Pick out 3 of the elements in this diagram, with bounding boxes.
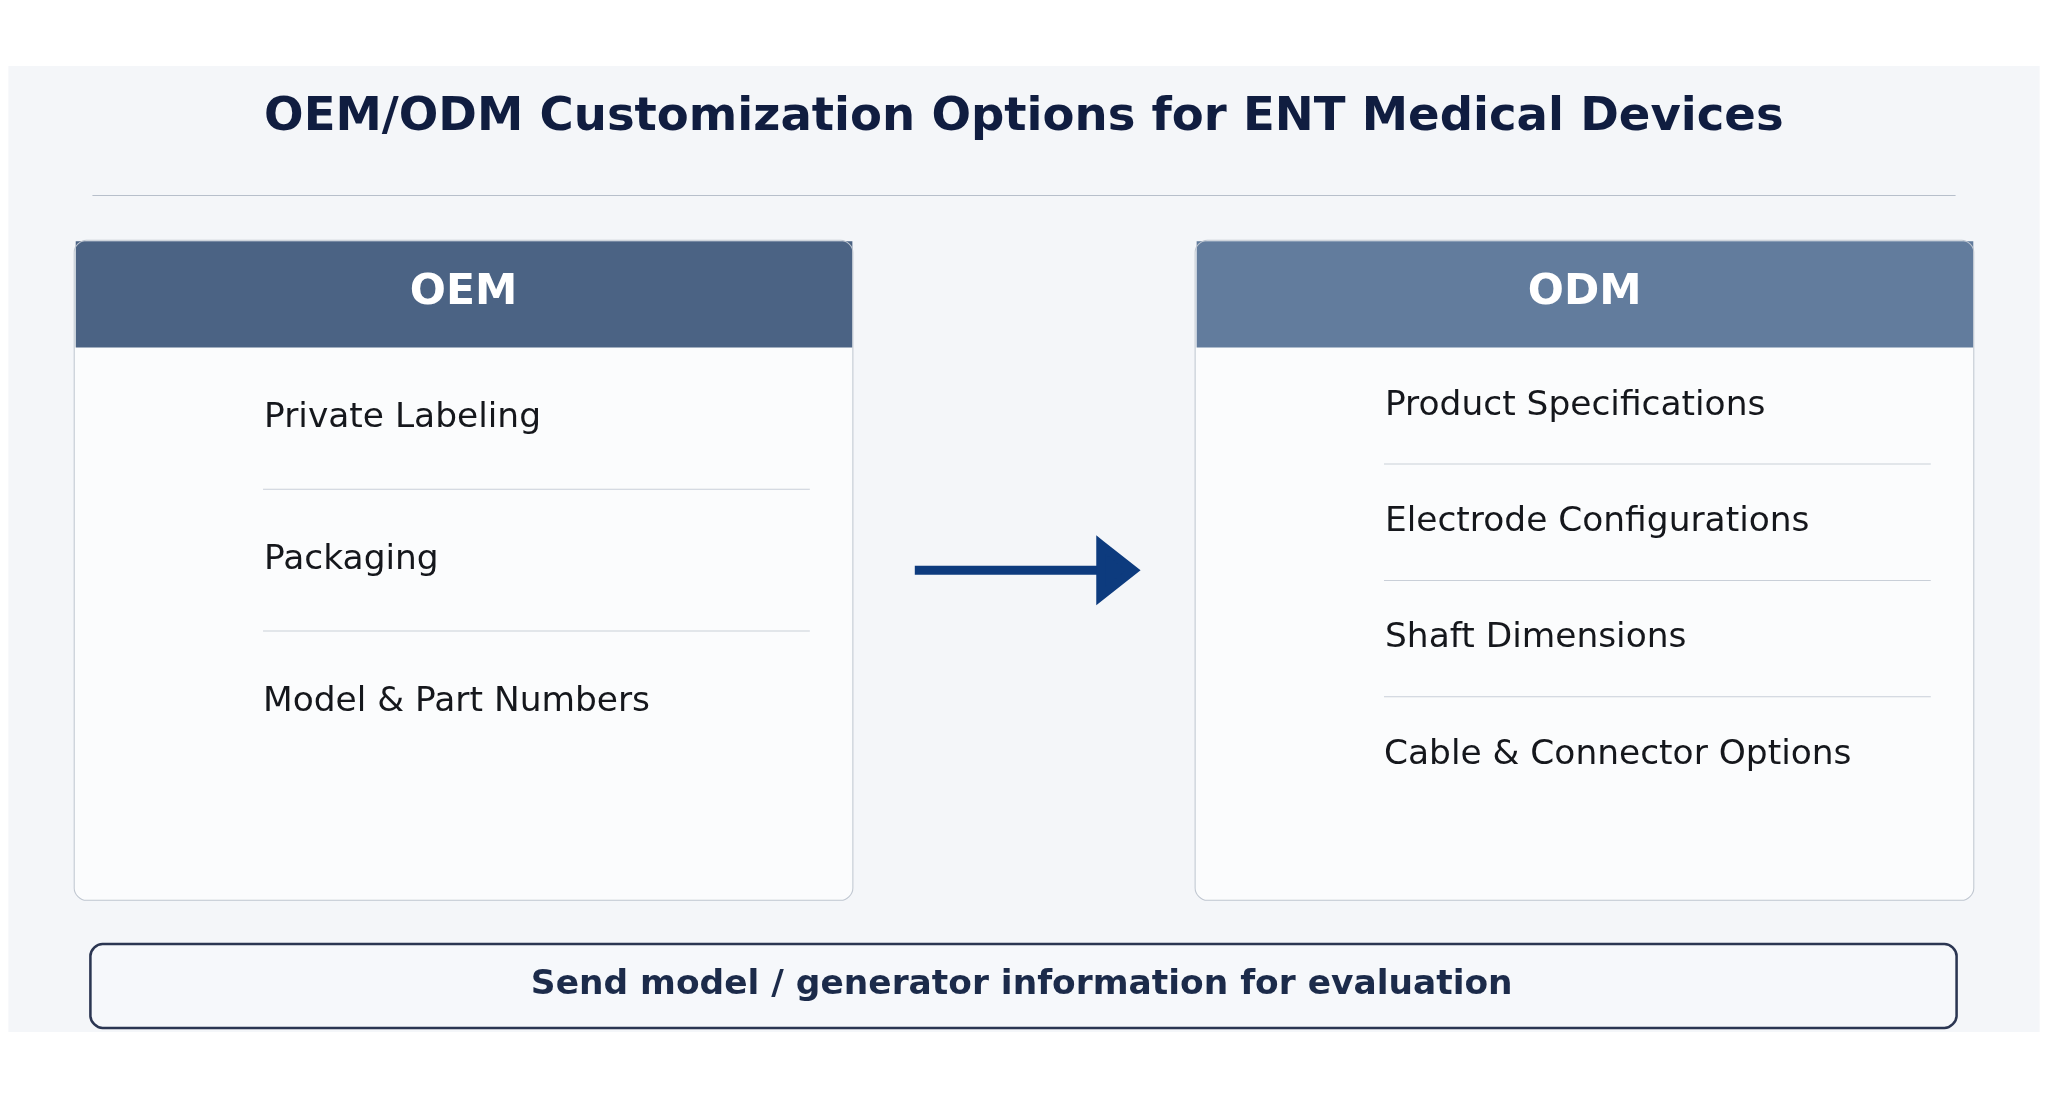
arrow bbox=[914, 535, 1141, 606]
node-box: Send model / generator information for evaluation bbox=[89, 942, 1958, 1030]
diagram-title: OEM/ODM Customization Options for ENT Medical Devices bbox=[264, 87, 1784, 142]
